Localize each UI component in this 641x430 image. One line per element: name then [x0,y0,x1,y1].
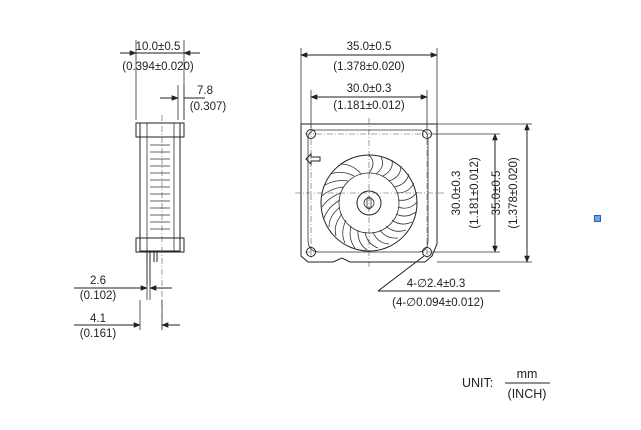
hole-dia-in: (4-∅0.094±0.012) [392,297,484,309]
pin-offset-in: (0.161) [80,328,117,340]
width-mm: 35.0±0.5 [347,41,392,53]
side-offset-mm: 7.8 [197,85,213,97]
width-in: (1.378±0.020) [333,61,405,73]
side-thickness-in: (0.394±0.020) [122,61,194,73]
pin-offset-mm: 4.1 [90,313,106,325]
vhole-pitch-mm: 30.0±0.3 [451,171,463,216]
hole-pitch-in: (1.181±0.012) [333,100,405,112]
height-in: (1.378±0.020) [508,157,520,229]
unit-denominator: (INCH) [508,387,547,401]
impeller [320,154,418,252]
front-view: 35.0±0.5 (1.378±0.020) 30.0±0.3 (1.181±0… [295,41,532,309]
side-fins [150,144,170,230]
unit-legend: UNIT: mm (INCH) [462,367,550,401]
hole-dia-mm: 4-∅2.4±0.3 [407,278,466,290]
selection-handle[interactable] [594,215,601,222]
pin-pitch-in: (0.102) [80,290,117,302]
vhole-pitch-in: (1.181±0.012) [469,157,481,229]
side-view: 10.0±0.5 (0.394±0.020) 7.8 (0.307) 2.6 (… [74,40,226,340]
height-mm: 35.0±0.5 [491,171,503,216]
side-pins [146,252,158,285]
rotation-arrow-icon [305,152,321,166]
side-offset-in: (0.307) [190,101,227,113]
hole-pitch-mm: 30.0±0.3 [347,83,392,95]
unit-label: UNIT: [462,376,493,390]
fan-frame [300,123,438,263]
side-thickness-mm: 10.0±0.5 [136,41,181,53]
unit-numerator: mm [517,367,538,381]
pin-pitch-mm: 2.6 [90,275,106,287]
